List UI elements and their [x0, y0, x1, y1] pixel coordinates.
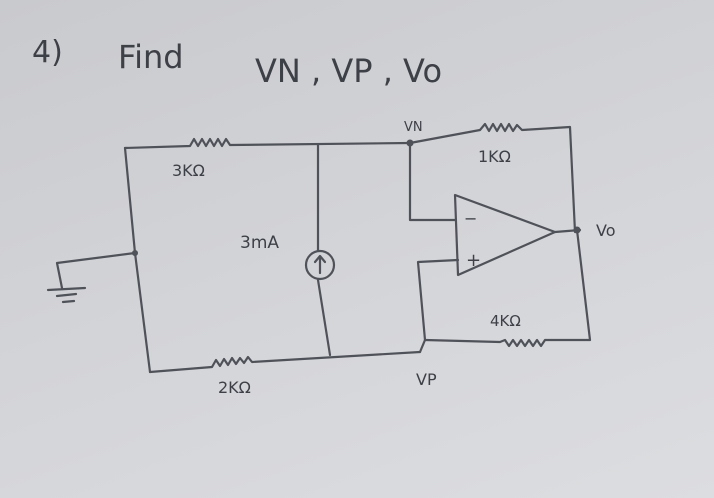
problem-variables: VN , VP , Vo	[255, 52, 442, 90]
current-source	[304, 249, 336, 281]
ground-icon	[46, 251, 137, 304]
resistor-4k-label: 4KΩ	[490, 312, 521, 330]
vn-label: VN	[404, 120, 423, 135]
vp-wire	[418, 338, 427, 354]
op-amp-minus: −	[464, 209, 477, 228]
current-source-label: 3mA	[240, 233, 279, 253]
resistor-3k-label: 3KΩ	[172, 161, 205, 180]
left-wire	[123, 146, 152, 374]
problem-number: 4)	[32, 35, 63, 70]
resistor-2k-label: 2KΩ	[218, 378, 251, 397]
noninverting-input-wire	[416, 258, 460, 342]
vo-label: Vo	[596, 221, 616, 240]
ground-node	[132, 250, 138, 256]
op-amp-plus: +	[466, 250, 481, 271]
op-amp	[453, 193, 557, 277]
resistor-2k	[148, 350, 422, 374]
vp-label: VP	[416, 370, 437, 389]
problem-title: Find	[118, 38, 184, 76]
resistor-1k	[408, 122, 577, 234]
resistor-1k-label: 1KΩ	[478, 147, 511, 166]
resistor-3k	[123, 137, 412, 150]
resistor-4k	[423, 228, 592, 348]
source-wire	[316, 143, 332, 357]
inverting-input-wire	[408, 141, 457, 222]
arrow-up-icon	[313, 254, 327, 275]
